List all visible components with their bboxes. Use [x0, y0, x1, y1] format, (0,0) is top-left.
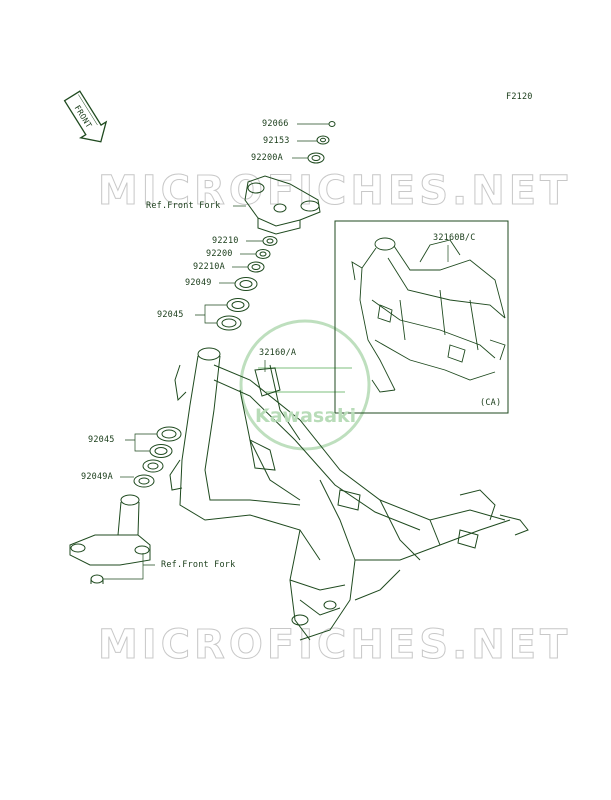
- callout-92045-bottom: 92045: [88, 435, 115, 445]
- callout-92210a: 92210A: [193, 262, 225, 272]
- callout-92153: 92153: [263, 136, 290, 146]
- callout-92210: 92210: [212, 236, 239, 246]
- kawasaki-logo: [239, 319, 371, 451]
- callout-92049: 92049: [185, 278, 212, 288]
- watermark-bottom: MICROFICHES.NET: [97, 622, 572, 669]
- lower-bearing-parts: [133, 426, 182, 488]
- kawasaki-logo-text: Kawasaki: [255, 405, 357, 427]
- inset-label: (CA): [480, 398, 502, 408]
- lower-triple-clamp: [69, 494, 151, 584]
- callout-92066: 92066: [262, 119, 289, 129]
- inset-frame-drawing: [351, 237, 506, 393]
- callout-ref-front-fork-bottom: Ref.Front Fork: [161, 560, 236, 570]
- upper-triple-clamp: [244, 175, 321, 235]
- figure-code: F2120: [506, 92, 533, 102]
- watermark-top: MICROFICHES.NET: [97, 168, 572, 215]
- callout-32160a: 32160/A: [259, 348, 297, 358]
- callout-92049a: 92049A: [81, 472, 113, 482]
- callout-92200a: 92200A: [251, 153, 283, 163]
- callout-ref-front-fork-top: Ref.Front Fork: [146, 201, 221, 211]
- callout-32160bc: 32160B/C: [433, 233, 476, 243]
- front-arrow-icon: [63, 90, 108, 143]
- callout-92200: 92200: [206, 249, 233, 259]
- main-frame-drawing: [169, 347, 529, 641]
- leader-lines: [103, 123, 449, 580]
- callout-92045-top: 92045: [157, 310, 184, 320]
- inset-frame-box: [334, 220, 509, 414]
